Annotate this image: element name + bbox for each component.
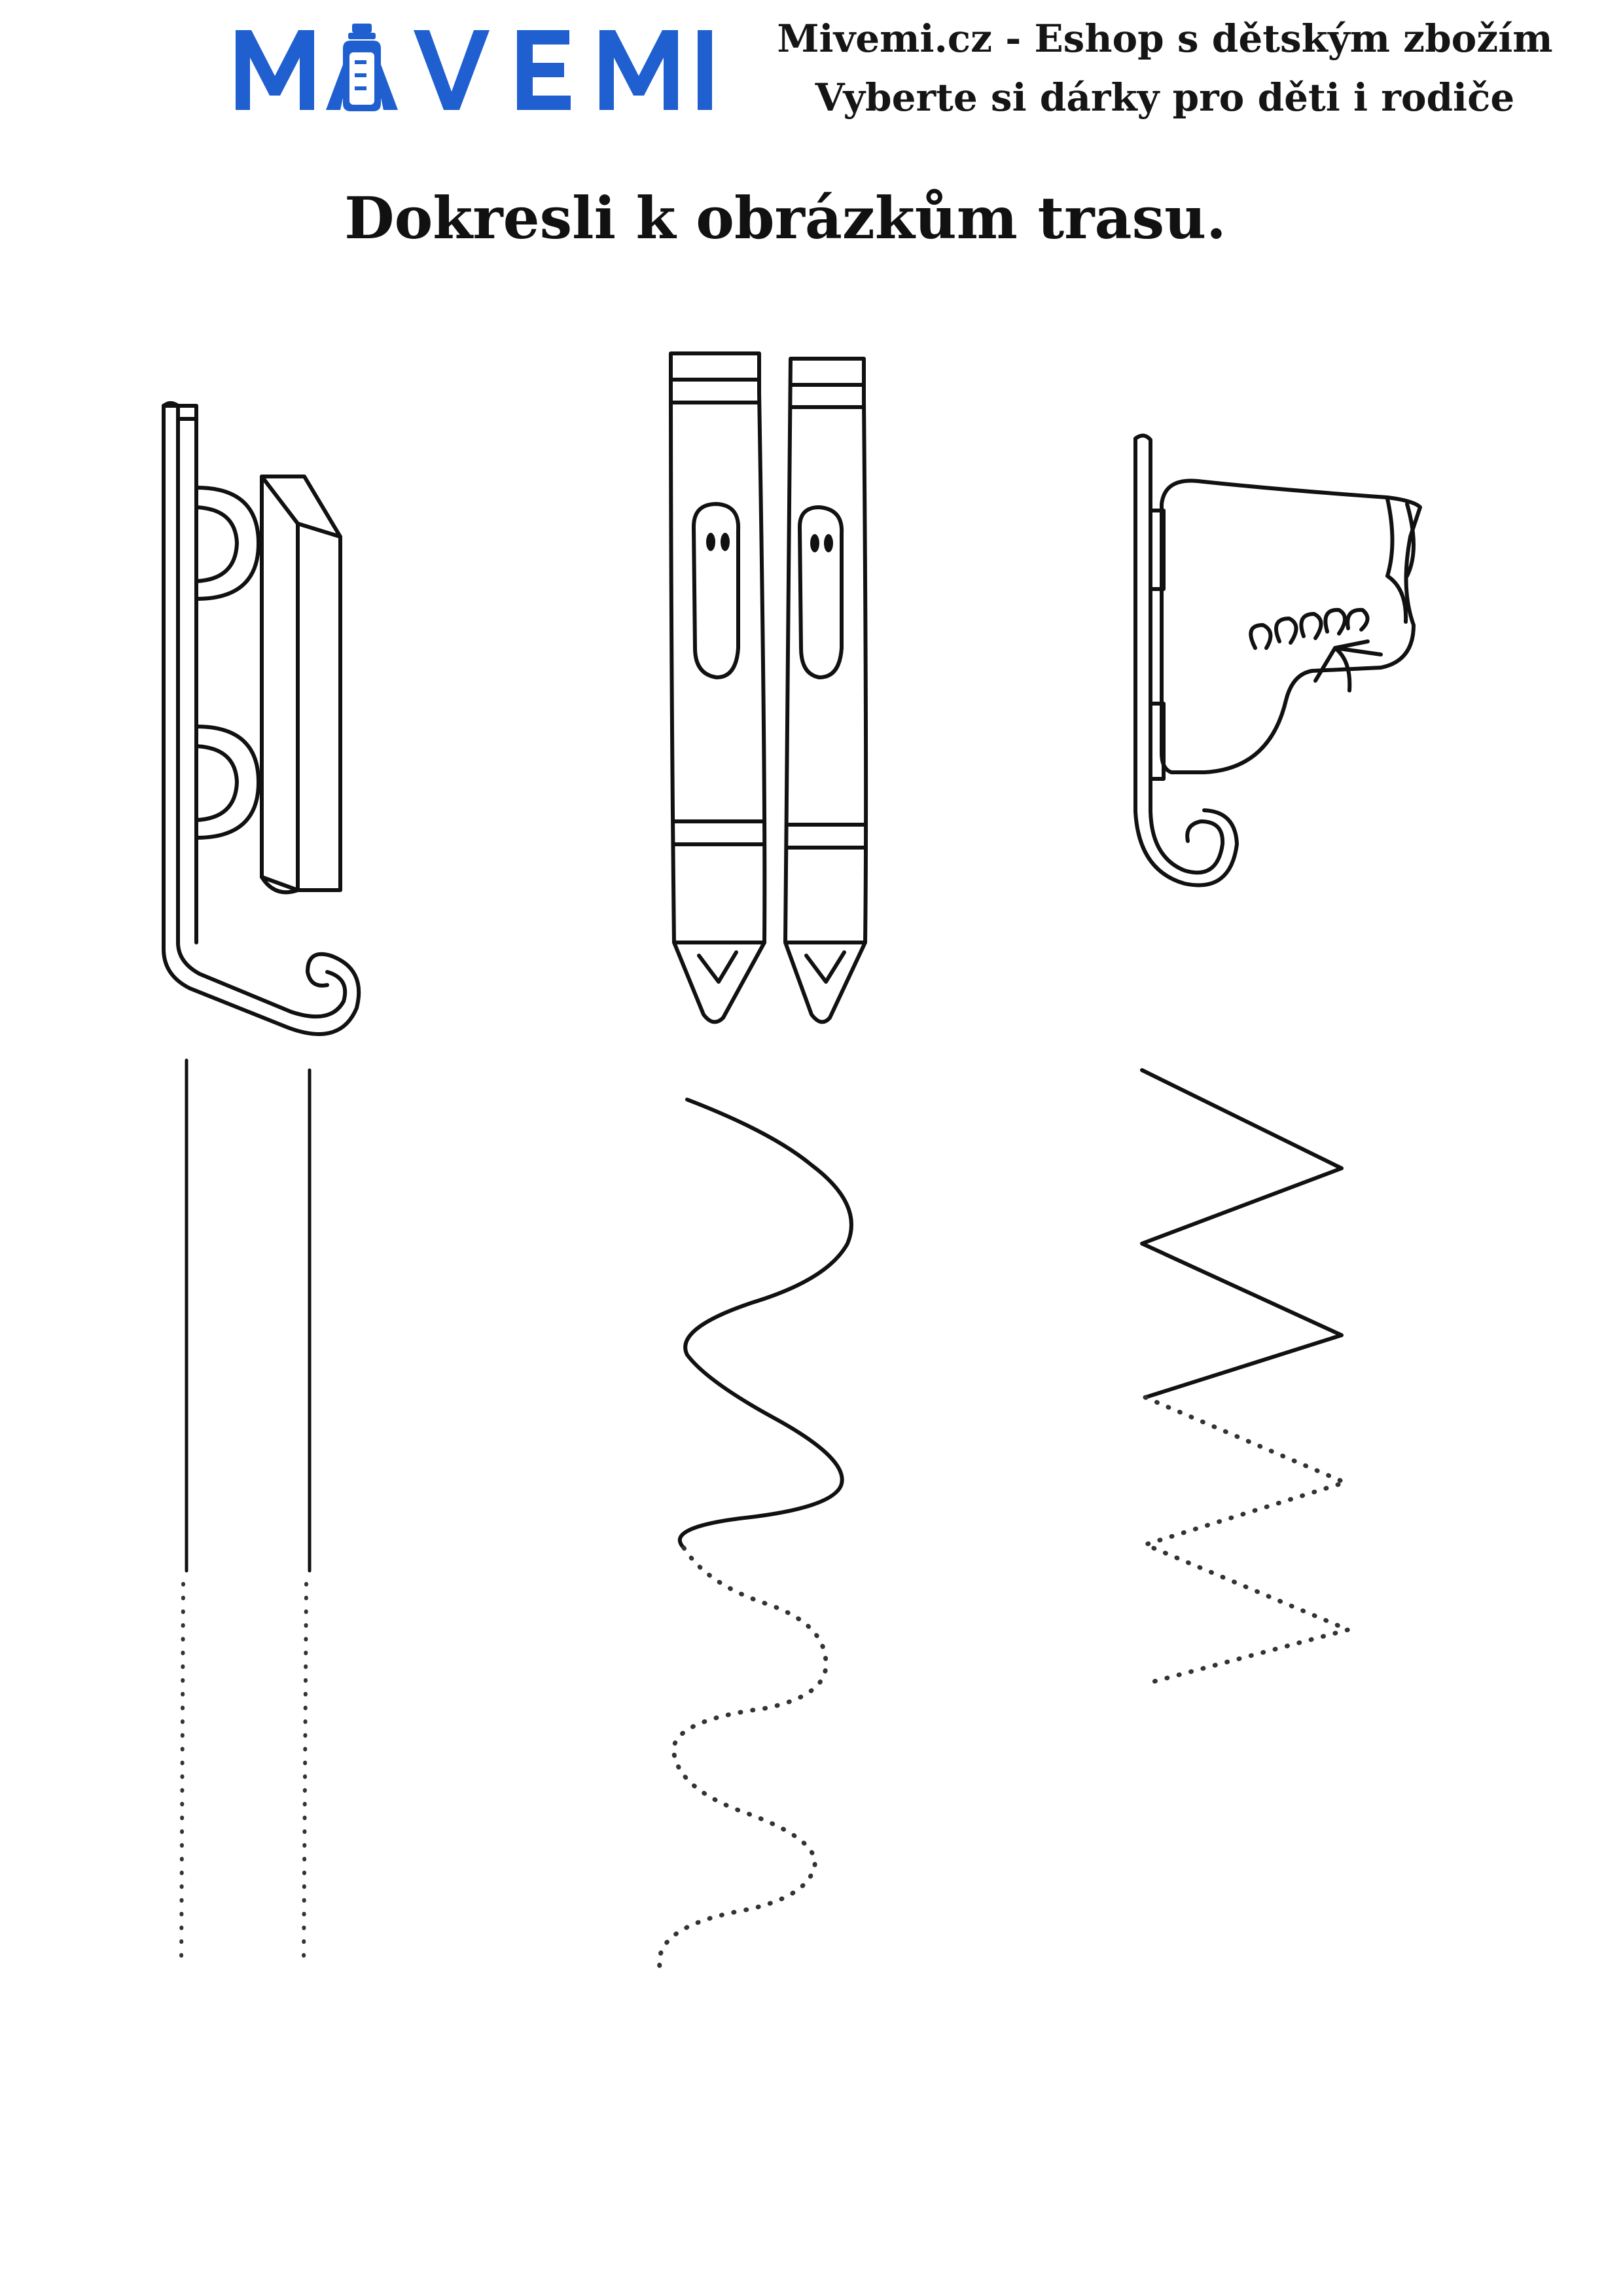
trace-dots-wave bbox=[657, 1545, 829, 1969]
shop-info-line1: Mivemi.cz - Eshop s dětským zbožím bbox=[777, 16, 1553, 61]
trace-zigzag-line bbox=[1140, 1068, 1351, 1685]
mavemi-logo bbox=[229, 18, 713, 117]
skis-icon bbox=[669, 351, 868, 1024]
shop-info: Mivemi.cz - Eshop s dětským zbožím Vyber… bbox=[772, 9, 1558, 127]
shop-info-line2: Vyberte si dárky pro děti i rodiče bbox=[815, 75, 1515, 120]
task-title: Dokresli k obrázkům trasu. bbox=[344, 184, 1226, 252]
trace-dots-zigzag bbox=[1143, 1395, 1351, 1685]
sled-icon bbox=[162, 401, 361, 1036]
trace-wavy-line bbox=[657, 1098, 853, 1969]
trace-dots-right bbox=[302, 1582, 308, 1969]
ice-skate-icon bbox=[1133, 433, 1422, 888]
trace-dots-left bbox=[179, 1582, 185, 1965]
mavemi-logo-icon bbox=[236, 24, 712, 111]
trace-straight-lines bbox=[179, 1058, 312, 1969]
